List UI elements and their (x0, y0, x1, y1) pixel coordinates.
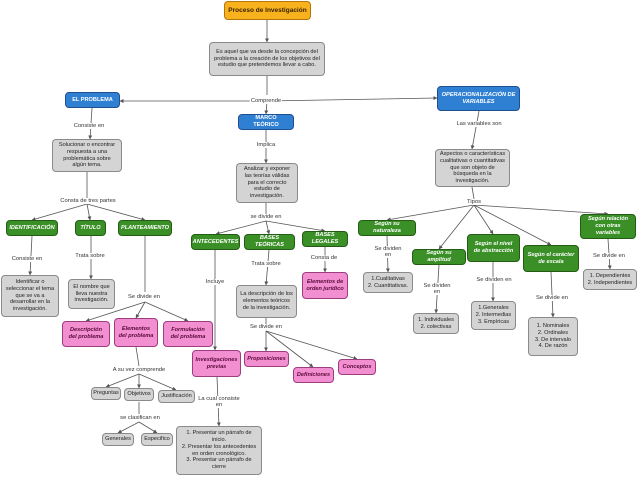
link-label-se-clasifican: se clasifican en (119, 415, 161, 421)
connector-line (138, 373, 177, 391)
node-generales: Generales (102, 433, 134, 446)
node-especifico: Especifico (141, 433, 173, 446)
node-individuales: 1. Individuales 2. colectivas (413, 313, 459, 334)
link-label-consta-de-tres-partes: Consta de tres partes (59, 198, 117, 204)
node-antecedentes: ANTECEDENTES (191, 234, 240, 250)
node-cualitativas: 1.Cualitativas 2. Cuantitativas. (363, 272, 413, 293)
node-abstraccion: Según el nivel de abstracción (467, 234, 520, 262)
connector-line (31, 203, 88, 221)
node-definiciones: Definiciones (293, 367, 334, 383)
node-descripcion-problema: Descripción del problema (62, 321, 110, 347)
node-root: Proceso de Investigación (224, 1, 311, 20)
connector-line (215, 220, 267, 236)
link-label-trata-sobre: Trata sobre (74, 253, 106, 259)
node-relacion: Según relación con otras variables (580, 214, 636, 239)
link-label-se-divide-en: Se divide en (127, 294, 161, 300)
connector-line (386, 204, 475, 222)
connector-line (86, 203, 92, 221)
connector-line (144, 301, 189, 322)
node-operacionalizacion: OPERACIONALIZACIÓN DE VARIABLES (437, 86, 520, 111)
link-label-implica: Implica (255, 142, 277, 148)
link-label-comprende: Comprende (249, 98, 283, 104)
connector-line (265, 330, 358, 360)
node-investigaciones-previas: Investigaciones previas (192, 350, 241, 377)
link-label-se-divide-en-2: se divide en (249, 214, 283, 220)
connector-line (117, 421, 140, 434)
link-label-se-divide-en-4: Se divide en (535, 295, 569, 301)
node-bases-legales: BASES LEGALES (302, 231, 348, 247)
connector-line (550, 271, 555, 318)
link-label-trata-sobre-2: Trata sobre (250, 261, 282, 267)
node-amplitud: Según su amplitud (412, 249, 466, 265)
connector-line (473, 204, 552, 246)
node-preguntas: Preguntas (91, 387, 121, 400)
node-planteamiento: PLANTEAMIENTO (118, 220, 172, 236)
node-conceptos: Conceptos (338, 359, 376, 375)
connector-line (135, 301, 146, 319)
node-bases-teoricas: BASES TEÓRICAS (244, 234, 295, 250)
link-label-consta-de: Consta de (309, 255, 339, 261)
connector-line (85, 301, 146, 322)
link-label-a-su-vez: A su vez comprende (111, 367, 167, 373)
link-label-se-dividen-1: Se dividen en (373, 246, 403, 258)
node-formulacion-problema: Formulación del problema (163, 321, 213, 347)
node-marco-teorico: MARCO TEÓRICO (238, 114, 294, 130)
link-label-consiste-en: Consiste en (72, 123, 106, 129)
connector-line (265, 330, 314, 368)
connector-line (266, 96, 438, 102)
node-aspectos: Aspectos o características cualitativas … (435, 149, 510, 187)
node-presentar: 1. Presentar un párrafo de inicio. 2. Pr… (176, 426, 262, 475)
link-label-se-divide-en-5: Se divide en (592, 253, 626, 259)
link-label-la-cual-consiste: La cual consiste en (197, 396, 241, 408)
link-label-las-variables-son: Las variables son (455, 121, 503, 127)
node-justificacion: Justificación (158, 390, 195, 403)
connector-line (470, 110, 480, 150)
node-identificacion: IDENTIFICACIÓN (6, 220, 58, 236)
connector-line (471, 186, 475, 200)
connector-line (265, 220, 326, 233)
connector-line (473, 204, 494, 235)
node-analizar: Analizar y exponer las teorías válidas p… (236, 163, 298, 203)
node-naturaleza: Según su naturaleza (358, 220, 416, 236)
connector-line (86, 203, 146, 221)
node-generales-list: 1.Generales 2. Intermedias 3. Empíricas (471, 301, 516, 330)
node-dependientes: 1. Dependientes 2. Independientes (583, 269, 637, 290)
node-objetivos: Objetivos (124, 388, 154, 401)
connector-line (138, 421, 158, 434)
link-label-se-divide-en-3: Se divide en (249, 324, 283, 330)
node-nominales: 1. Nominales 2. Ordinales 3. De interval… (528, 317, 578, 356)
link-label-incluye: Incluye (204, 279, 226, 285)
node-definition: Es aquel que va desde la concepción del … (209, 42, 325, 76)
node-nombre: El nombre que lleva nuestra investigació… (68, 279, 115, 309)
link-label-se-dividen-3: Se dividen en (475, 277, 513, 283)
node-escala: Según el carácter de escala (523, 245, 579, 272)
link-label-se-dividen-2: Se dividen en (422, 283, 452, 295)
node-descripcion-teoricos: La descripción de los elementos teóricos… (236, 285, 297, 318)
connector-line (265, 220, 271, 235)
node-solucionar: Solucionar o encontrar respuesta a una p… (52, 139, 122, 172)
connector-line (438, 204, 475, 250)
node-elementos-orden: Elementos de orden jurídico (302, 272, 348, 299)
node-identificar: Identificar o seleccionar el tema que se… (1, 275, 59, 317)
connector-line (135, 346, 140, 367)
connector-line (264, 249, 270, 286)
node-el-problema: EL PROBLEMA (65, 92, 120, 108)
node-proposiciones: Proposiciones (244, 351, 289, 367)
connector-line (473, 204, 609, 216)
connector-line (105, 373, 140, 388)
node-titulo: TÍTULO (75, 220, 106, 236)
node-elementos-problema: Elementos del problema (114, 318, 158, 347)
link-label-consiste-en-2: Consiste en (10, 256, 44, 262)
connector-line (28, 235, 33, 276)
link-label-tipos: Tipos (466, 199, 482, 205)
